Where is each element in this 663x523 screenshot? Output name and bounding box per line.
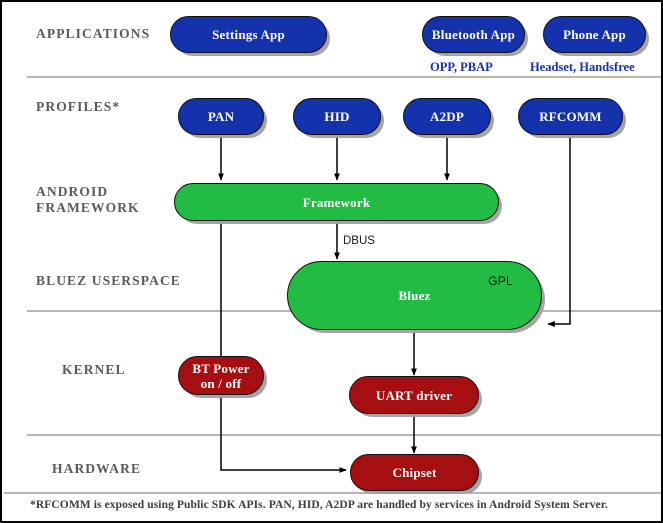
node-settings-app-label: Settings App	[212, 27, 285, 42]
node-uart-driver[interactable]: UART driver	[349, 376, 479, 414]
node-a2dp-label: A2DP	[429, 109, 465, 124]
node-bluez[interactable]: Bluez GPL	[287, 261, 542, 330]
tier-label-kernel: KERNEL	[62, 362, 126, 377]
node-bt-power[interactable]: BT Power on / off	[178, 356, 264, 395]
tier-label-hardware: HARDWARE	[52, 461, 142, 476]
node-settings-app[interactable]: Settings App	[170, 16, 327, 53]
node-pan[interactable]: PAN	[178, 98, 264, 135]
tier-label-applications: APPLICATIONS	[36, 26, 151, 41]
annotation-dbus: DBUS	[343, 235, 375, 247]
annotation-opp-pbap: OPP, PBAP	[430, 60, 493, 74]
node-bluez-label: Bluez	[398, 288, 431, 303]
node-hid-label: HID	[324, 109, 350, 124]
node-bluetooth-app[interactable]: Bluetooth App	[422, 16, 525, 53]
node-bluetooth-app-label: Bluetooth App	[431, 27, 516, 42]
node-chipset[interactable]: Chipset	[350, 454, 479, 491]
node-rfcomm[interactable]: RFCOMM	[518, 98, 623, 135]
node-hid[interactable]: HID	[293, 98, 381, 135]
footnote-text: *RFCOMM is exposed using Public SDK APIs…	[30, 499, 608, 511]
node-framework-label: Framework	[302, 194, 371, 210]
node-phone-app[interactable]: Phone App	[543, 16, 646, 53]
node-pan-label: PAN	[207, 109, 235, 124]
node-phone-app-label: Phone App	[563, 27, 626, 42]
node-a2dp[interactable]: A2DP	[403, 98, 491, 135]
tier-label-bluez-userspace: BLUEZ USERSPACE	[36, 273, 181, 288]
node-rfcomm-label: RFCOMM	[539, 109, 602, 124]
node-chipset-label: Chipset	[392, 465, 437, 480]
node-framework[interactable]: Framework	[174, 183, 499, 221]
tier-label-android-framework: ANDROID FRAMEWORK	[36, 184, 140, 215]
tier-label-profiles: PROFILES*	[36, 99, 121, 114]
node-uart-driver-label: UART driver	[375, 387, 453, 403]
annotation-gpl: GPL	[488, 274, 513, 288]
annotation-headset-handsfree: Headset, Handsfree	[530, 60, 635, 74]
node-bt-power-label: BT Power on / off	[192, 360, 250, 391]
